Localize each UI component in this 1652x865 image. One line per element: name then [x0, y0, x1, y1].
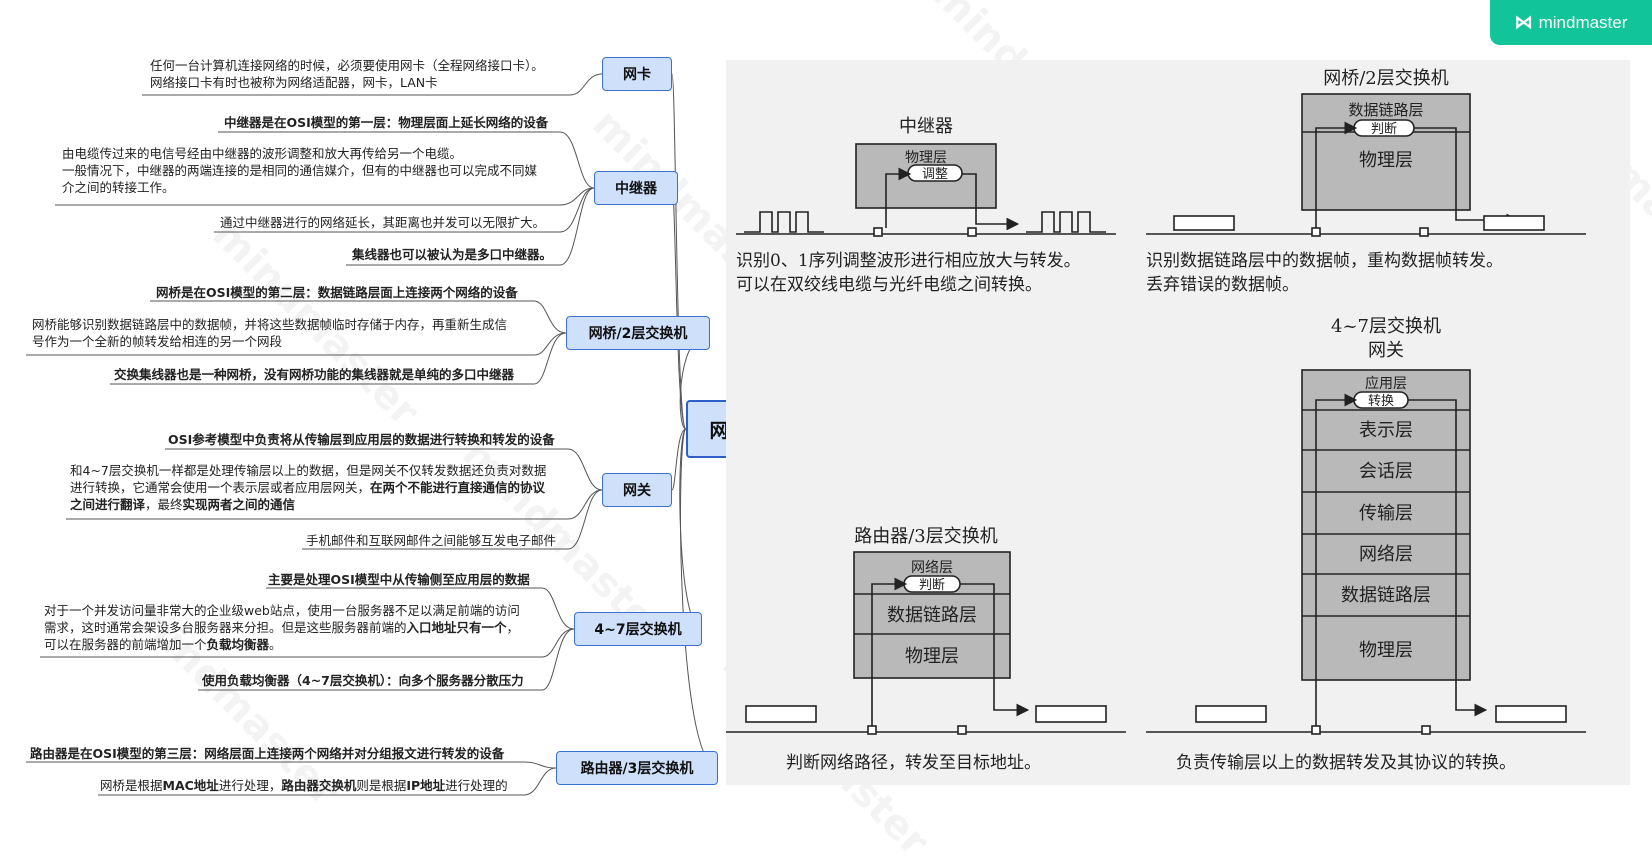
router-layer: 物理层: [905, 646, 959, 667]
gateway-layer: 数据链路层: [1341, 585, 1431, 606]
figure-svg: 中继器 物理层 调整 识别0、1序列调整波形进行相应放大与转发。 可以在双绞线电…: [726, 68, 1586, 773]
repeater-action: 调整: [922, 167, 948, 182]
leaf-line: 之间进行翻译，最终实现两者之间的通信: [70, 496, 546, 513]
bridge-title: 网桥/2层交换机: [1323, 68, 1449, 89]
router-layer-top: 网络层: [911, 560, 953, 576]
branch-gateway[interactable]: 网关: [602, 473, 672, 507]
repeater-layer: 物理层: [905, 150, 947, 166]
leaf-span: 进行处理，: [218, 778, 282, 793]
branch-nic[interactable]: 网卡: [602, 57, 672, 91]
leaf-line: 对于一个并发访问量非常大的企业级web站点，使用一台服务器不足以满足前端的访问: [44, 603, 520, 618]
leaf-rich-text: 对于一个并发访问量非常大的企业级web站点，使用一台服务器不足以满足前端的访问 …: [44, 602, 520, 653]
router-title: 路由器/3层交换机: [854, 526, 998, 547]
gateway-layer: 网络层: [1359, 544, 1413, 565]
leaf-span: 需求，这时通常会架设多台服务器来分担。但是这些服务器前端的: [44, 620, 407, 635]
router-layer: 数据链路层: [887, 605, 977, 626]
leaf-line: 进行转换，它通常会使用一个表示层或者应用层网关，在两个不能进行直接通信的协议: [70, 479, 546, 496]
brand-name: mindmaster: [1538, 12, 1628, 32]
gateway-title-1: 4~7层交换机: [1331, 316, 1441, 337]
branch-l4-7-switch[interactable]: 4~7层交换机: [574, 612, 702, 646]
mindmap-connectors: [26, 73, 719, 796]
router-device-box: [853, 551, 1011, 679]
bridge-caption-1: 识别数据链路层中的数据帧，重构数据帧转发。: [1146, 251, 1503, 271]
repeater-caption-2: 可以在双绞线电缆与光纤电缆之间转换。: [736, 275, 1042, 295]
leaf-bold: 之间进行翻译: [70, 497, 146, 512]
leaf-span: 网桥是根据: [100, 778, 163, 793]
leaf-bold: 路由器交换机: [281, 778, 357, 793]
leaf-bold: 实现两者之间的通信: [182, 497, 296, 512]
leaf-text: 任何一台计算机连接网络的时候，必须要使用网卡（全程网络接口卡）。 网络接口卡有时…: [150, 58, 544, 90]
leaf-bold: MAC地址: [162, 778, 219, 793]
branch-repeater[interactable]: 中继器: [594, 171, 678, 205]
gateway-title-2: 网关: [1368, 340, 1404, 361]
router-action: 判断: [919, 578, 945, 593]
leaf-bold: IP地址: [406, 778, 446, 793]
bridge-layer-top: 数据链路层: [1348, 101, 1423, 119]
leaf-text: 交换集线器也是一种网桥，没有网桥功能的集线器就是单纯的多口中继器: [114, 367, 515, 382]
input-wave: [744, 211, 824, 233]
leaf-span: ，: [506, 620, 520, 635]
branch-bridge[interactable]: 网桥/2层交换机: [566, 316, 710, 350]
leaf-text: 主要是处理OSI模型中从传输侧至应用层的数据: [268, 572, 530, 587]
leaf-span: ，最终: [145, 497, 183, 512]
brand-logo[interactable]: ⋈ mindmaster: [1490, 0, 1652, 45]
network-devices-figure: 中继器 物理层 调整 识别0、1序列调整波形进行相应放大与转发。 可以在双绞线电…: [726, 60, 1630, 785]
router-caption: 判断网络路径，转发至目标地址。: [786, 753, 1041, 773]
leaf-text: 通过中继器进行的网络延长，其距离也并发可以无限扩大。: [220, 215, 546, 230]
leaf-text: 使用负载均衡器（4~7层交换机）：向多个服务器分散压力: [202, 673, 524, 688]
gateway-layer-top: 应用层: [1365, 375, 1407, 392]
leaf-line: 需求，这时通常会架设多台服务器来分担。但是这些服务器前端的入口地址只有一个，: [44, 619, 520, 636]
gateway-caption: 负责传输层以上的数据转发及其协议的转换。: [1176, 753, 1516, 773]
leaf-text: 由电缆传过来的电信号经由中继器的波形调整和放大再传给另一个电缆。 一般情况下，中…: [62, 146, 538, 195]
gateway-action: 转换: [1368, 394, 1394, 409]
leaf-text: 网桥是在OSI模型的第二层：数据链路层面上连接两个网络的设备: [156, 285, 518, 300]
leaf-bold: 在两个不能进行直接通信的协议: [370, 480, 546, 495]
gateway-device-box: [1301, 369, 1471, 681]
leaf-span: 则是根据: [356, 778, 407, 793]
leaf-text: 手机邮件和互联网邮件之间能够互发电子邮件: [306, 533, 557, 548]
leaf-text: 集线器也可以被认为是多口中继器。: [352, 247, 553, 262]
mindmaster-logo-icon: ⋈: [1514, 12, 1533, 32]
gateway-layer: 物理层: [1359, 640, 1413, 661]
gateway-layer: 传输层: [1359, 503, 1413, 524]
output-wave: [1026, 211, 1106, 233]
leaf-span: 进行转换，它通常会使用一个表示层或者应用层网关，: [70, 480, 371, 495]
leaf-rich-text: 和4~7层交换机一样都是处理传输层以上的数据，但是网关不仅转发数据还负责对数据 …: [70, 462, 546, 513]
leaf-bold: 入口地址只有一个: [406, 620, 507, 635]
bridge-layer-bottom: 物理层: [1359, 150, 1413, 171]
repeater-title: 中继器: [899, 116, 953, 137]
leaf-span: 。: [269, 637, 282, 652]
leaf-line: 和4~7层交换机一样都是处理传输层以上的数据，但是网关不仅转发数据还负责对数据: [70, 463, 547, 478]
bridge-caption-2: 丢弃错误的数据帧。: [1146, 275, 1299, 295]
leaf-span: 进行处理的: [445, 778, 508, 793]
leaf-text: 网桥能够识别数据链路层中的数据帧，并将这些数据帧临时存储于内存，再重新生成信 号…: [32, 317, 508, 349]
bridge-device-box: [1301, 93, 1471, 211]
gateway-layer: 表示层: [1359, 420, 1413, 441]
leaf-rich-text: 网桥是根据MAC地址进行处理，路由器交换机则是根据IP地址进行处理的: [100, 777, 508, 794]
leaf-bold: 负载均衡器: [206, 637, 270, 652]
leaf-text: 中继器是在OSI模型的第一层：物理层面上延长网络的设备: [224, 115, 549, 130]
bridge-action: 判断: [1371, 122, 1397, 137]
leaf-text: 路由器是在OSI模型的第三层：网络层面上连接两个网络并对分组报文进行转发的设备: [30, 746, 505, 761]
leaf-text: OSI参考模型中负责将从传输层到应用层的数据进行转换和转发的设备: [168, 432, 555, 447]
gateway-layer: 会话层: [1359, 461, 1413, 482]
repeater-caption-1: 识别0、1序列调整波形进行相应放大与转发。: [736, 251, 1081, 271]
leaf-span: 可以在服务器的前端增加一个: [44, 637, 207, 652]
branch-router[interactable]: 路由器/3层交换机: [556, 751, 718, 785]
leaf-line: 可以在服务器的前端增加一个负载均衡器。: [44, 636, 520, 653]
